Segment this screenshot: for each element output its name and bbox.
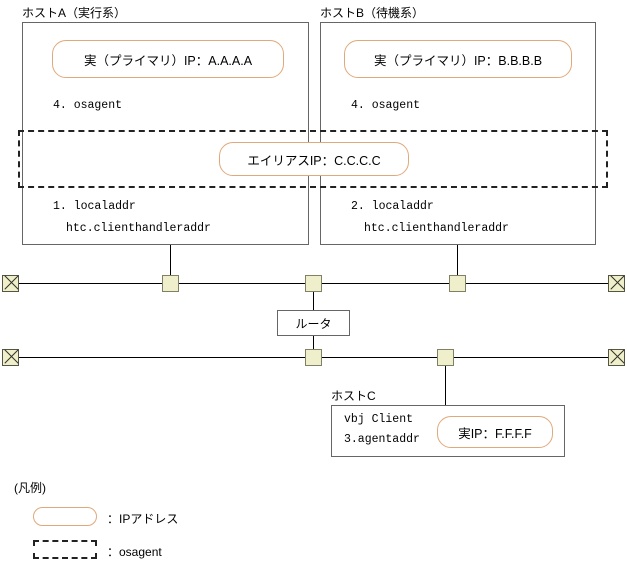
host-b-clienthandleraddr-label: htc.clienthandleraddr — [364, 222, 509, 235]
host-b-primary-ip-box: 実（プライマリ）IP：B.B.B.B — [344, 40, 572, 78]
upper-bus-tap-host-b — [449, 275, 466, 292]
host-a-primary-ip-box: 実（プライマリ）IP：A.A.A.A — [52, 40, 284, 78]
host-b-title: ホストB（待機系） — [320, 6, 425, 20]
router-lower-link — [313, 336, 314, 356]
upper-bus-left-terminator-icon — [2, 275, 19, 292]
host-c-box — [331, 405, 565, 457]
legend-icon-osagent-dashed — [33, 540, 97, 559]
host-b-localaddr-label: 2. localaddr — [351, 200, 434, 213]
legend-label-osagent: ：osagent — [107, 545, 162, 559]
host-a-title: ホストA（実行系） — [22, 6, 127, 20]
legend-icon-ip-rounded — [33, 507, 97, 526]
router-box: ルータ — [277, 310, 350, 336]
host-c-network-drop — [445, 366, 446, 405]
lower-bus-tap-router — [305, 349, 322, 366]
host-a-osagent-label: 4. osagent — [53, 99, 123, 112]
legend-title: (凡例) — [14, 481, 46, 495]
router-upper-link — [313, 292, 314, 310]
lower-bus-right-terminator-icon — [608, 349, 625, 366]
upper-bus-tap-host-a — [162, 275, 179, 292]
lower-bus-tap-host-c — [437, 349, 454, 366]
alias-ip-box: エイリアスIP：C.C.C.C — [219, 142, 409, 176]
lower-bus-left-terminator-icon — [2, 349, 19, 366]
host-b-osagent-label: 4. osagent — [351, 99, 421, 112]
upper-bus-tap-router — [305, 275, 322, 292]
upper-bus-right-terminator-icon — [608, 275, 625, 292]
host-a-clienthandleraddr-label: htc.clienthandleraddr — [66, 222, 211, 235]
legend-label-ip: ：IPアドレス — [107, 512, 179, 526]
host-b-network-drop — [457, 245, 458, 283]
host-a-network-drop — [170, 245, 171, 283]
host-a-box — [22, 22, 309, 245]
host-c-agentaddr-label: 3.agentaddr — [344, 433, 420, 446]
host-c-real-ip-box: 実IP：F.F.F.F — [437, 416, 553, 448]
osagent-shared-zone — [18, 130, 608, 188]
host-a-localaddr-label: 1. localaddr — [53, 200, 136, 213]
host-b-box — [320, 22, 596, 245]
host-c-title: ホストC — [331, 389, 376, 403]
host-c-client-label: vbj Client — [344, 413, 414, 426]
